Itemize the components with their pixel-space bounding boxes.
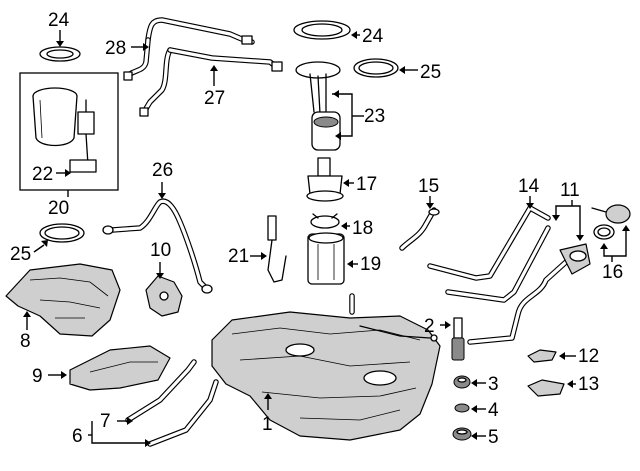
callout-23: 23 bbox=[364, 106, 385, 127]
part-19-fuel-suction-tube bbox=[307, 232, 345, 285]
callout-20: 20 bbox=[48, 198, 69, 219]
callout-24-left: 24 bbox=[48, 10, 70, 31]
part-12-clamp bbox=[527, 349, 557, 363]
leader-27 bbox=[210, 65, 218, 86]
leader-14 bbox=[526, 196, 534, 209]
callout-8: 8 bbox=[20, 331, 31, 352]
part-26-vent-line bbox=[102, 198, 213, 294]
part-13-bracket bbox=[527, 379, 565, 397]
callout-4: 4 bbox=[488, 400, 499, 421]
leader-16 bbox=[600, 225, 630, 262]
leader-2 bbox=[440, 321, 451, 329]
leader-23 bbox=[332, 90, 364, 140]
callout-1: 1 bbox=[262, 414, 273, 435]
part-11-filler-pipe bbox=[467, 243, 591, 345]
callout-13: 13 bbox=[578, 374, 599, 395]
part-5-grommet bbox=[452, 427, 472, 441]
part-25-right-gasket bbox=[353, 58, 399, 78]
part-1-fuel-tank bbox=[211, 293, 441, 441]
leader-6-7 bbox=[88, 417, 151, 447]
callout-6: 6 bbox=[72, 426, 83, 447]
callout-11: 11 bbox=[560, 180, 580, 201]
leader-26 bbox=[158, 182, 166, 199]
part-4-seal bbox=[454, 403, 470, 413]
callout-24-right: 24 bbox=[362, 26, 384, 47]
leader-24-left bbox=[56, 30, 64, 47]
callout-22: 22 bbox=[32, 164, 53, 185]
leader-22 bbox=[56, 169, 71, 177]
part-14-breather-tube bbox=[427, 205, 551, 303]
part-10-bracket bbox=[145, 275, 183, 317]
part-9-heat-insulator bbox=[69, 345, 171, 391]
part-16-fuel-cap-and-gasket bbox=[591, 204, 631, 240]
part-24-right-retainer bbox=[293, 20, 351, 40]
leader-24-right bbox=[351, 31, 360, 39]
callout-25-right: 25 bbox=[420, 62, 441, 83]
callout-10: 10 bbox=[150, 240, 171, 261]
callout-3: 3 bbox=[488, 374, 499, 395]
leader-9 bbox=[48, 371, 67, 379]
part-22-pump-assembly bbox=[32, 87, 97, 173]
leader-5 bbox=[471, 432, 486, 440]
part-28-fuel-line bbox=[123, 17, 255, 81]
part-17-fuel-pump bbox=[306, 157, 344, 202]
part-25-left-gasket bbox=[39, 223, 85, 243]
leader-21 bbox=[250, 252, 267, 260]
callout-19: 19 bbox=[360, 254, 381, 275]
part-24-left-gasket bbox=[39, 46, 81, 62]
part-7-6-tank-bands bbox=[125, 359, 219, 447]
callout-25-left: 25 bbox=[10, 244, 31, 265]
callout-15: 15 bbox=[418, 176, 439, 197]
callout-27: 27 bbox=[204, 88, 225, 109]
leader-17 bbox=[343, 179, 354, 187]
callout-2: 2 bbox=[424, 316, 435, 337]
part-15-hose bbox=[399, 207, 440, 251]
leader-12 bbox=[559, 352, 576, 360]
part-27-fuel-line bbox=[139, 47, 283, 117]
part-8-fuel-tank-protector bbox=[5, 263, 121, 337]
leader-25-right bbox=[399, 66, 418, 74]
callout-5: 5 bbox=[488, 427, 499, 448]
callout-12: 12 bbox=[578, 346, 599, 367]
callout-26: 26 bbox=[152, 160, 173, 181]
leader-13 bbox=[567, 380, 576, 388]
leader-18 bbox=[341, 222, 350, 230]
leader-11 bbox=[552, 200, 584, 241]
callout-16: 16 bbox=[602, 262, 623, 283]
leader-15 bbox=[426, 196, 434, 209]
part-18-filter bbox=[310, 213, 340, 229]
callout-28: 28 bbox=[105, 38, 126, 59]
callout-21: 21 bbox=[228, 246, 249, 267]
leader-1 bbox=[264, 393, 272, 410]
callout-7: 7 bbox=[100, 411, 111, 432]
part-21-sender-gauge bbox=[267, 215, 287, 283]
leader-3 bbox=[471, 379, 486, 387]
leader-8 bbox=[23, 311, 31, 330]
leader-10 bbox=[156, 262, 164, 279]
leader-4 bbox=[471, 405, 486, 413]
part-23-fuel-sub-tank bbox=[295, 61, 341, 151]
callout-18: 18 bbox=[352, 218, 373, 239]
part-3-grommet bbox=[453, 375, 471, 389]
part-20-assembly-box bbox=[19, 72, 119, 191]
leader-28 bbox=[131, 43, 149, 51]
leader-25-left bbox=[33, 240, 48, 253]
callout-17: 17 bbox=[356, 174, 377, 195]
part-2-valve bbox=[451, 317, 465, 361]
leader-19 bbox=[347, 260, 358, 268]
callout-9: 9 bbox=[32, 366, 43, 387]
callout-14: 14 bbox=[518, 176, 540, 197]
